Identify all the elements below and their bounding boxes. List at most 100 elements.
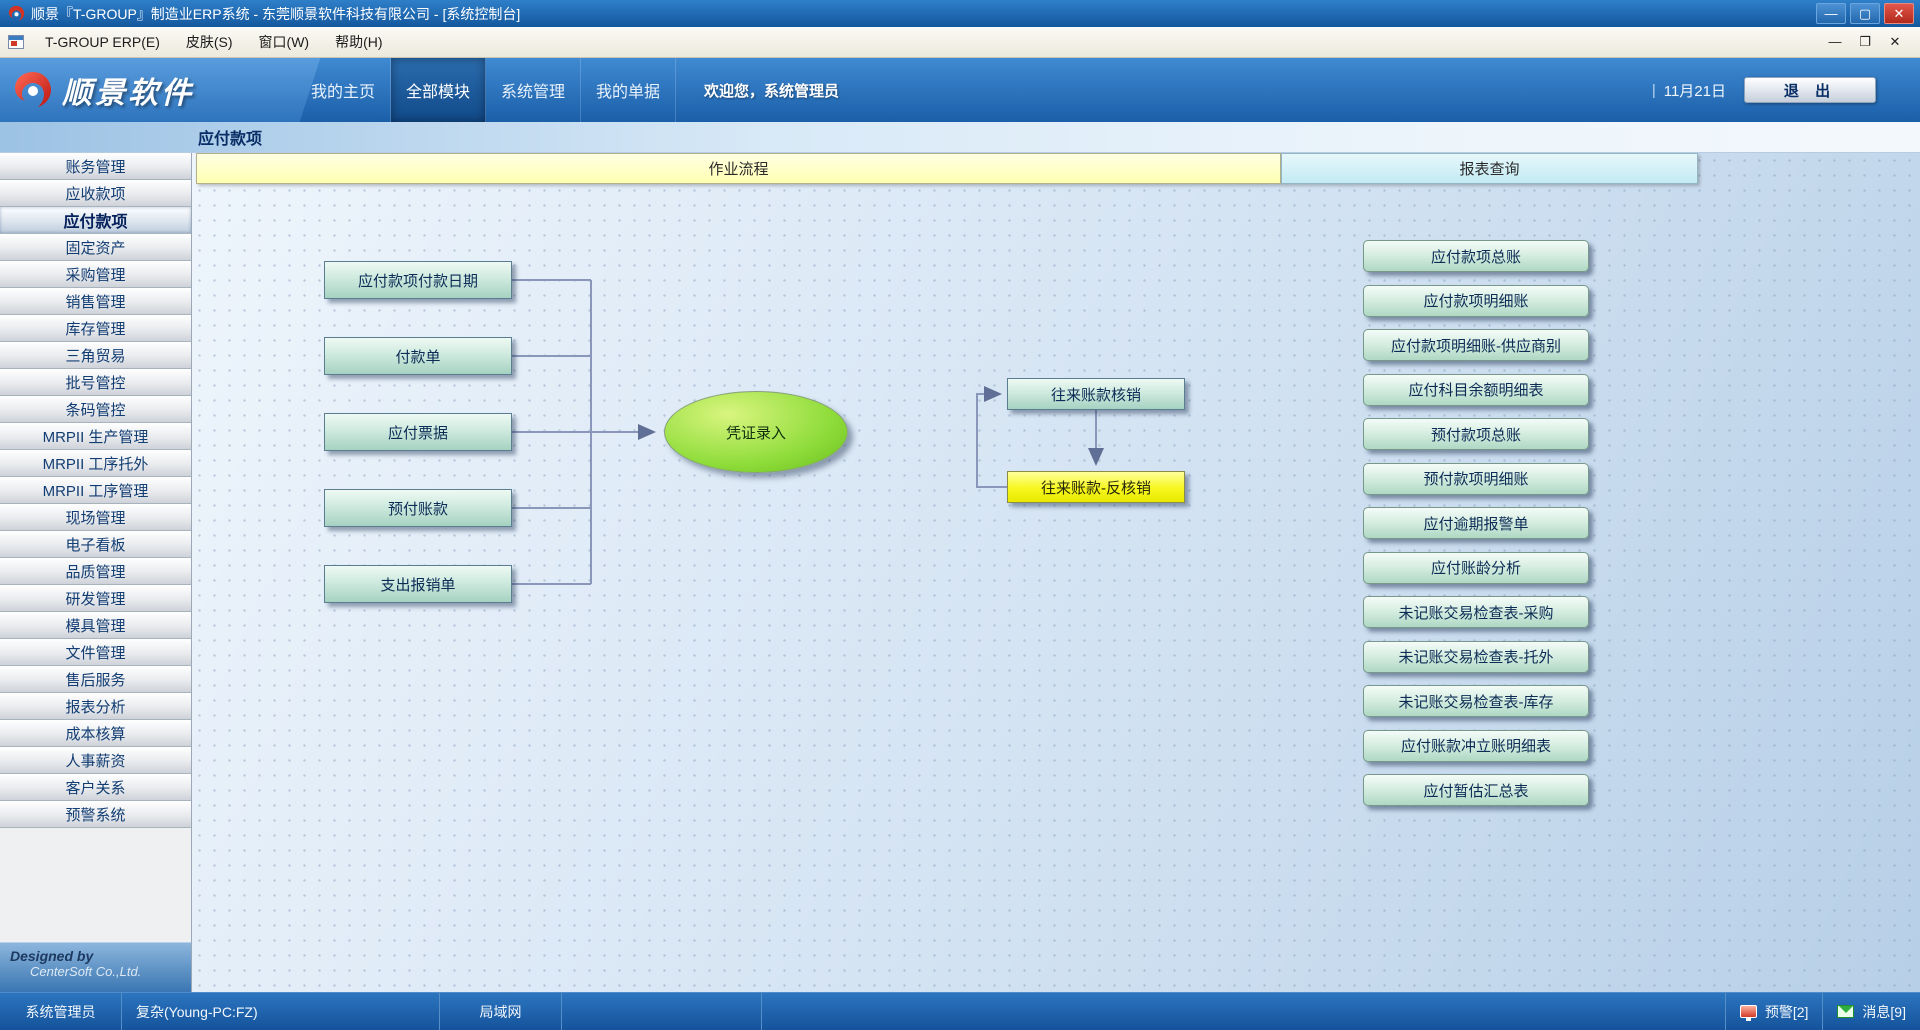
alert-icon xyxy=(1739,1005,1757,1021)
flow-node[interactable]: 预付账款 xyxy=(324,489,512,527)
sidebar-item[interactable]: 预警系统 xyxy=(0,801,191,828)
document-icon xyxy=(8,35,24,49)
mdi-restore-button[interactable]: ❐ xyxy=(1859,34,1871,49)
sidebar-item[interactable]: 文件管理 xyxy=(0,639,191,666)
date-separator: | xyxy=(1651,81,1656,99)
menu-item[interactable]: 皮肤(S) xyxy=(185,33,233,50)
menubar: T-GROUP ERP(E) 皮肤(S) 窗口(W) 帮助(H) — ❐ ✕ xyxy=(0,27,1920,58)
nav-tab-0[interactable]: 我的主页 xyxy=(296,58,391,122)
nav-tab-3[interactable]: 我的单据 xyxy=(581,58,676,122)
sidebar-item[interactable]: MRPII 工序管理 xyxy=(0,477,191,504)
sidebar-item[interactable]: 品质管理 xyxy=(0,558,191,585)
report-button[interactable]: 应付款项总账 xyxy=(1363,240,1589,272)
sidebar-item[interactable]: 人事薪资 xyxy=(0,747,191,774)
maximize-button[interactable]: ▢ xyxy=(1850,3,1880,24)
nav-tab-2[interactable]: 系统管理 xyxy=(486,58,581,122)
sidebar-item[interactable]: 应收款项 xyxy=(0,180,191,207)
current-date: 11月21日 xyxy=(1663,82,1726,100)
sidebar-item[interactable]: 售后服务 xyxy=(0,666,191,693)
status-network-label: 局域网 xyxy=(479,1003,522,1020)
report-button[interactable]: 未记账交易检查表-库存 xyxy=(1363,685,1589,717)
date-display: | 11月21日 xyxy=(1652,80,1726,101)
designed-by-text: Designed by xyxy=(10,948,94,964)
designed-by-panel: Designed by CenterSoft Co.,Ltd. xyxy=(0,942,191,992)
flow-node[interactable]: 应付款项付款日期 xyxy=(324,261,512,299)
sidebar-item[interactable]: 固定资产 xyxy=(0,234,191,261)
sidebar-item[interactable]: 成本核算 xyxy=(0,720,191,747)
report-button[interactable]: 应付款项明细账-供应商别 xyxy=(1363,329,1589,361)
status-spacer-segment xyxy=(562,993,762,1030)
sidebar-item[interactable]: 模具管理 xyxy=(0,612,191,639)
status-user-label: 系统管理员 xyxy=(25,1003,96,1020)
page-title: 应付款项 xyxy=(198,131,263,148)
tab-report-query[interactable]: 报表查询 xyxy=(1281,153,1698,184)
sidebar-item[interactable]: 账务管理 xyxy=(0,153,191,180)
report-button[interactable]: 应付款项明细账 xyxy=(1363,284,1589,317)
header-tabs: 我的主页全部模块系统管理我的单据 xyxy=(296,58,676,122)
menu-item[interactable]: 帮助(H) xyxy=(335,33,383,50)
mdi-window-controls: — ❐ ✕ xyxy=(1826,34,1912,50)
sidebar-item[interactable]: MRPII 生产管理 xyxy=(0,423,191,450)
sidebar-item[interactable]: MRPII 工序托外 xyxy=(0,450,191,477)
tab-work-flow[interactable]: 作业流程 xyxy=(196,153,1281,184)
close-button[interactable]: ✕ xyxy=(1884,3,1914,24)
report-button[interactable]: 预付款项总账 xyxy=(1363,418,1589,450)
sidebar-item[interactable]: 客户关系 xyxy=(0,774,191,801)
sidebar-item[interactable]: 采购管理 xyxy=(0,261,191,288)
menu-item[interactable]: 窗口(W) xyxy=(258,33,310,50)
report-button[interactable]: 应付账款冲立账明细表 xyxy=(1363,729,1589,762)
welcome-text: 欢迎您，系统管理员 xyxy=(704,82,840,100)
report-button[interactable]: 应付逾期报警单 xyxy=(1363,507,1589,539)
report-button[interactable]: 应付账龄分析 xyxy=(1363,551,1589,584)
report-button[interactable]: 未记账交易检查表-托外 xyxy=(1363,640,1589,673)
nav-tab-1[interactable]: 全部模块 xyxy=(391,58,486,122)
header: 顺景软件 我的主页全部模块系统管理我的单据 欢迎您，系统管理员 | 11月21日… xyxy=(0,58,1920,122)
messages-button[interactable]: 消息[9] xyxy=(1822,993,1920,1030)
tab-report-query-label: 报表查询 xyxy=(1459,161,1520,178)
sidebar-item[interactable]: 电子看板 xyxy=(0,531,191,558)
mdi-close-button[interactable]: ✕ xyxy=(1889,34,1901,49)
minimize-button[interactable]: — xyxy=(1816,3,1846,24)
menu-item[interactable]: T-GROUP ERP(E) xyxy=(45,33,160,50)
status-network: 局域网 xyxy=(440,993,562,1030)
message-icon xyxy=(1837,1005,1855,1018)
sidebar-item[interactable]: 销售管理 xyxy=(0,288,191,315)
sidebar-item[interactable]: 三角贸易 xyxy=(0,342,191,369)
window-title: 顺景『T-GROUP』制造业ERP系统 - 东莞顺景软件科技有限公司 - [系统… xyxy=(31,5,521,22)
sidebar-item[interactable]: 条码管控 xyxy=(0,396,191,423)
sidebar-item[interactable]: 报表分析 xyxy=(0,693,191,720)
status-spacer xyxy=(762,993,1725,1030)
subheader: 应付款项 xyxy=(0,122,1920,153)
alerts-button[interactable]: 预警[2] xyxy=(1724,993,1823,1030)
sidebar: 账务管理应收款项应付款项固定资产采购管理销售管理库存管理三角贸易批号管控条码管控… xyxy=(0,153,192,992)
sidebar-item[interactable]: 批号管控 xyxy=(0,369,191,396)
flow-node-label: 往来账款-反核销 xyxy=(1041,479,1151,497)
flow-node[interactable]: 应付票据 xyxy=(324,413,512,451)
titlebar: 顺景『T-GROUP』制造业ERP系统 - 东莞顺景软件科技有限公司 - [系统… xyxy=(0,0,1920,27)
logo-zone: 顺景软件 xyxy=(0,58,296,122)
sidebar-item[interactable]: 现场管理 xyxy=(0,504,191,531)
mdi-minimize-button[interactable]: — xyxy=(1828,34,1842,49)
flow-node-verify[interactable]: 往来账款核销 xyxy=(1007,378,1185,410)
app-logo-icon xyxy=(8,5,25,21)
flow-node[interactable]: 付款单 xyxy=(324,337,512,375)
flow-node-voucher-entry[interactable]: 凭证录入 xyxy=(664,391,848,473)
messages-label: 消息[9] xyxy=(1862,1003,1906,1020)
report-button[interactable]: 应付暂估汇总表 xyxy=(1363,774,1589,806)
report-button[interactable]: 预付款项明细账 xyxy=(1363,462,1589,495)
sidebar-item[interactable]: 应付款项 xyxy=(0,207,191,234)
statusbar: 系统管理员 复杂(Young-PC:FZ) 局域网 预警[2] 消息[9] xyxy=(0,992,1920,1030)
status-workstation: 复杂(Young-PC:FZ) xyxy=(122,993,440,1030)
report-button[interactable]: 未记账交易检查表-采购 xyxy=(1363,596,1589,628)
header-right: | 11月21日 退 出 xyxy=(1652,58,1876,122)
report-button[interactable]: 应付科目余额明细表 xyxy=(1363,373,1589,406)
sidebar-item[interactable]: 库存管理 xyxy=(0,315,191,342)
menubar-items: T-GROUP ERP(E) 皮肤(S) 窗口(W) 帮助(H) xyxy=(32,30,396,55)
flow-node-reverse-verify[interactable]: 往来账款-反核销 xyxy=(1007,471,1185,503)
status-user: 系统管理员 xyxy=(0,993,122,1030)
flow-node[interactable]: 支出报销单 xyxy=(324,565,512,603)
exit-button[interactable]: 退 出 xyxy=(1744,77,1876,103)
sidebar-item[interactable]: 研发管理 xyxy=(0,585,191,612)
company-logo-icon xyxy=(15,72,51,107)
